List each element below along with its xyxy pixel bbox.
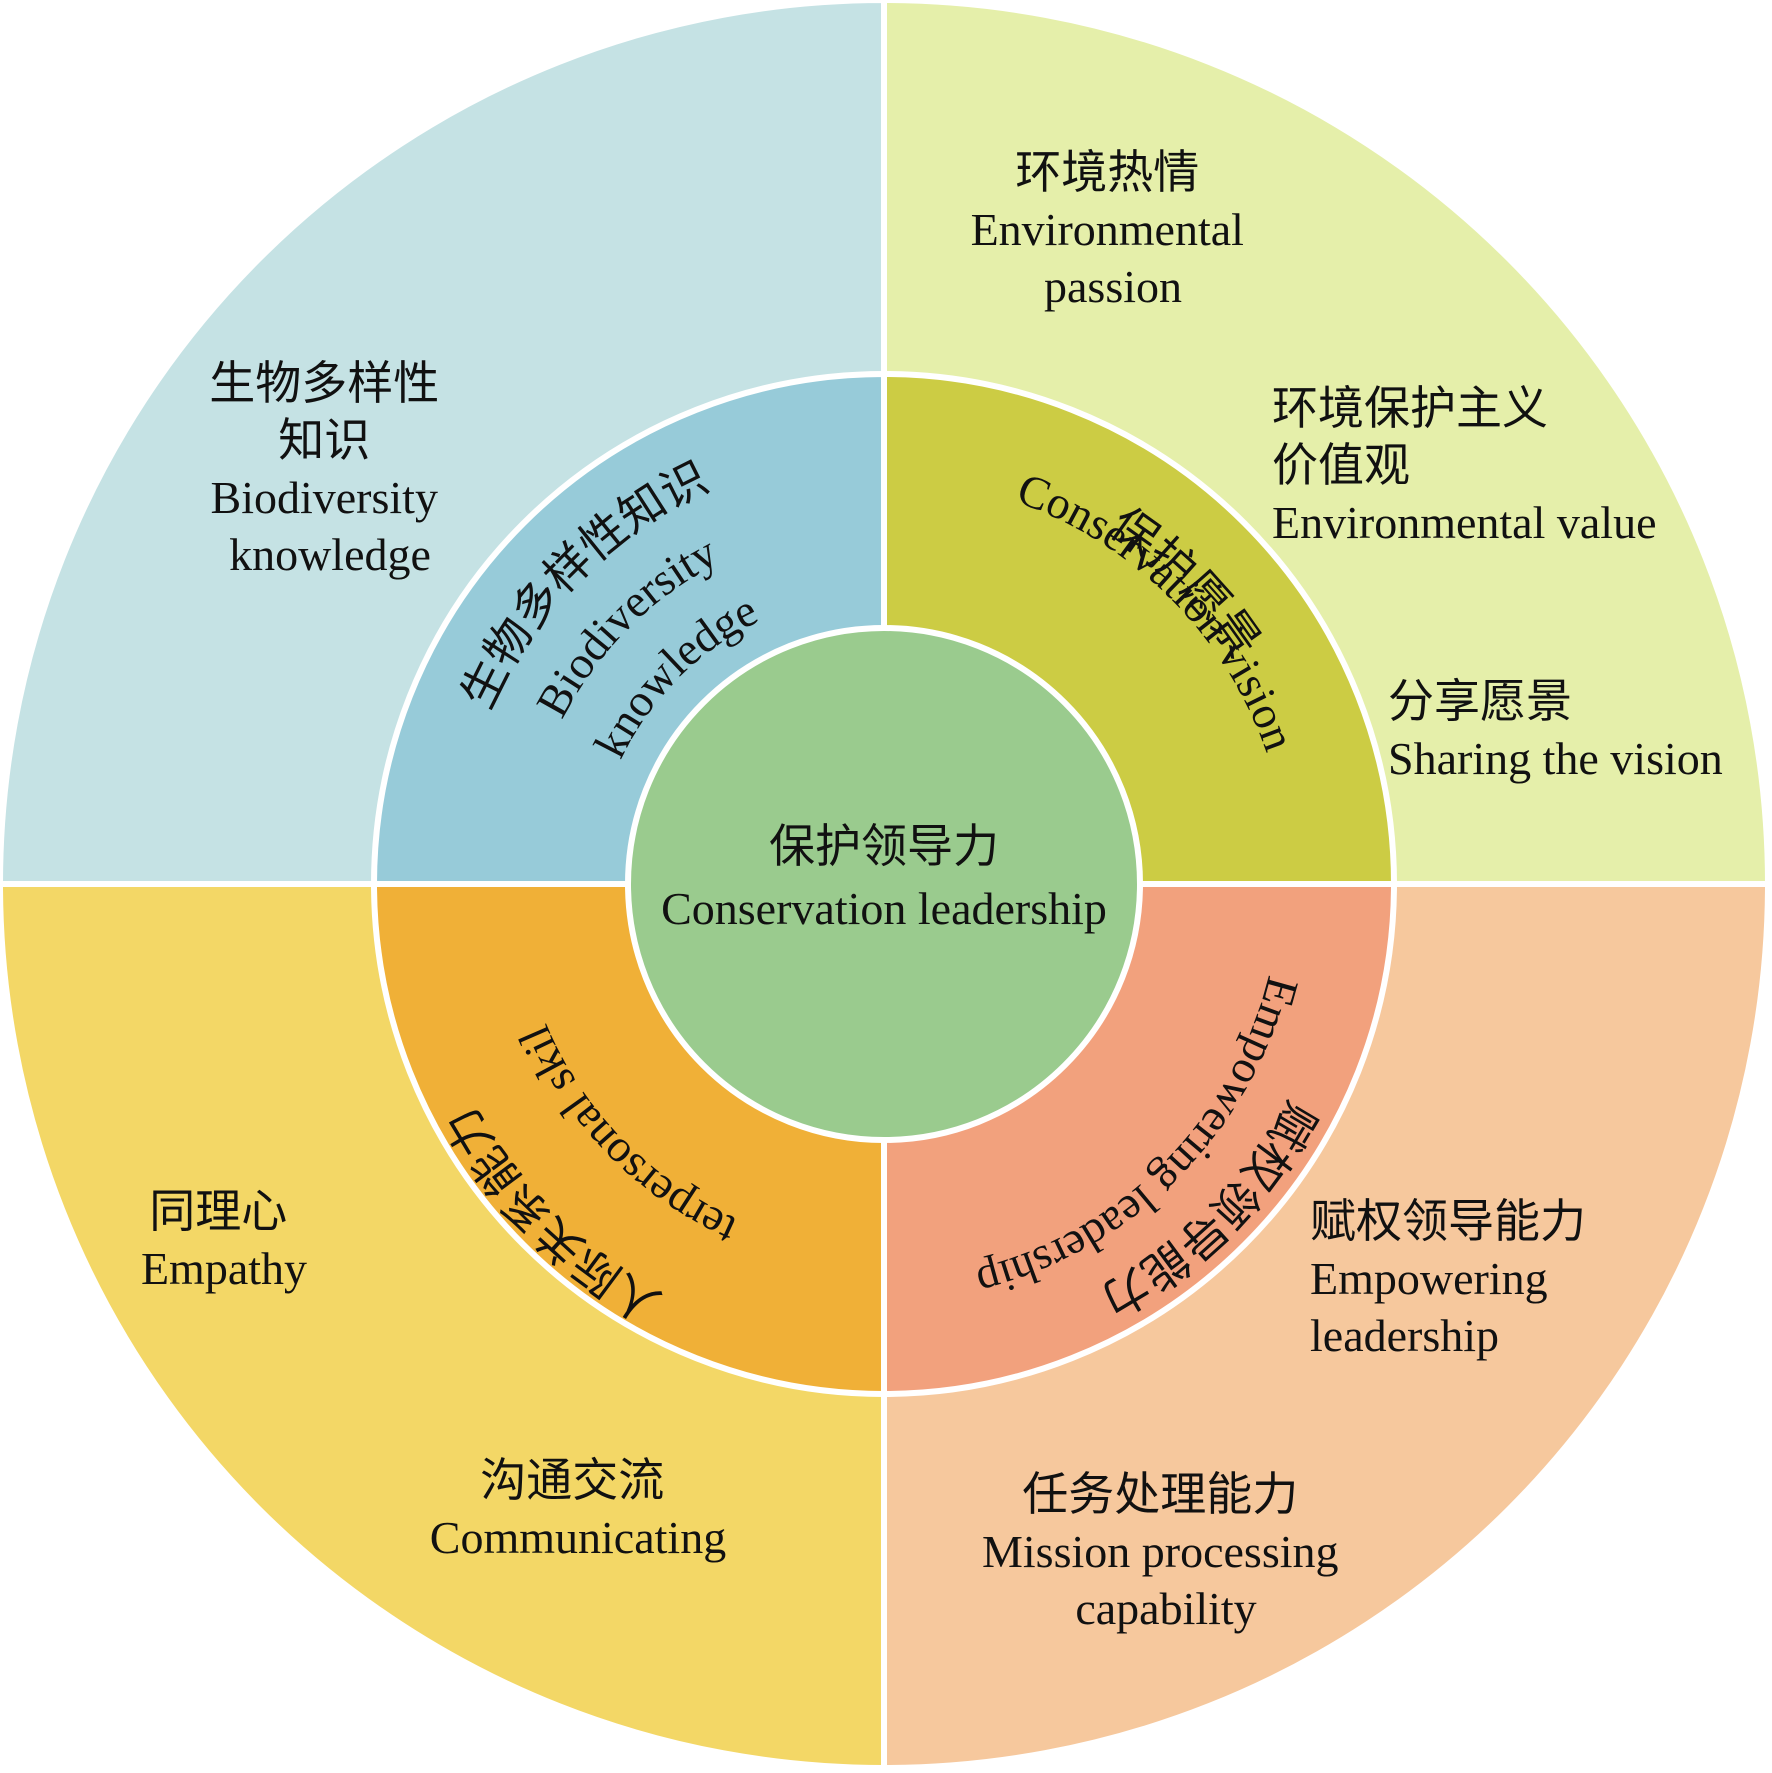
item-communicating: 沟通交流 Communicating [430,1455,726,1563]
item-empathy: 同理心 Empathy [141,1186,307,1294]
center-circle [625,625,1143,1143]
item-mission-processing: 任务处理能力 Mission processing capability [982,1469,1350,1634]
item-biodiversity-knowledge: 生物多样性 知识 Biodiversity knowledge [209,358,451,580]
item-sharing-the-vision: 分享愿景 Sharing the vision [1388,676,1723,784]
center-title-zh: 保护领导力 [769,821,999,872]
item-environmental-passion: 环境热情 Environmental passion [971,147,1256,312]
center-title-en: Conservation leadership [661,883,1107,934]
item-environmental-value: 环境保护主义 价值观 Environmental value [1272,383,1657,548]
item-empowering-leadership: 赋权领导能力 Empowering leadership [1310,1196,1598,1361]
